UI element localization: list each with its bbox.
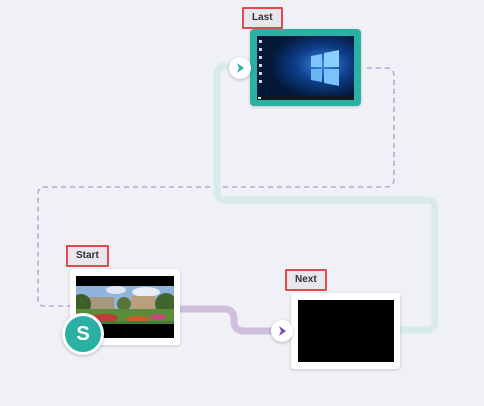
windows-desktop-thumbnail — [257, 36, 354, 100]
windows-logo-icon — [257, 36, 354, 100]
node-next-card[interactable] — [291, 293, 400, 369]
teal-connector — [213, 62, 439, 334]
node-label-start: Start — [66, 245, 109, 267]
chevron-right-icon — [279, 326, 286, 336]
chevron-right-icon — [237, 63, 244, 73]
next-enter-button[interactable] — [271, 320, 293, 342]
campus-photo-thumbnail — [76, 276, 174, 338]
node-label-last: Last — [242, 7, 283, 29]
node-last-card[interactable] — [250, 29, 361, 106]
black-screen-thumbnail — [298, 300, 394, 362]
start-badge[interactable]: S — [62, 313, 104, 355]
garden-photo-icon — [76, 276, 174, 338]
node-label-next: Next — [285, 269, 327, 291]
last-enter-button[interactable] — [229, 57, 251, 79]
purple-connector — [180, 305, 278, 335]
